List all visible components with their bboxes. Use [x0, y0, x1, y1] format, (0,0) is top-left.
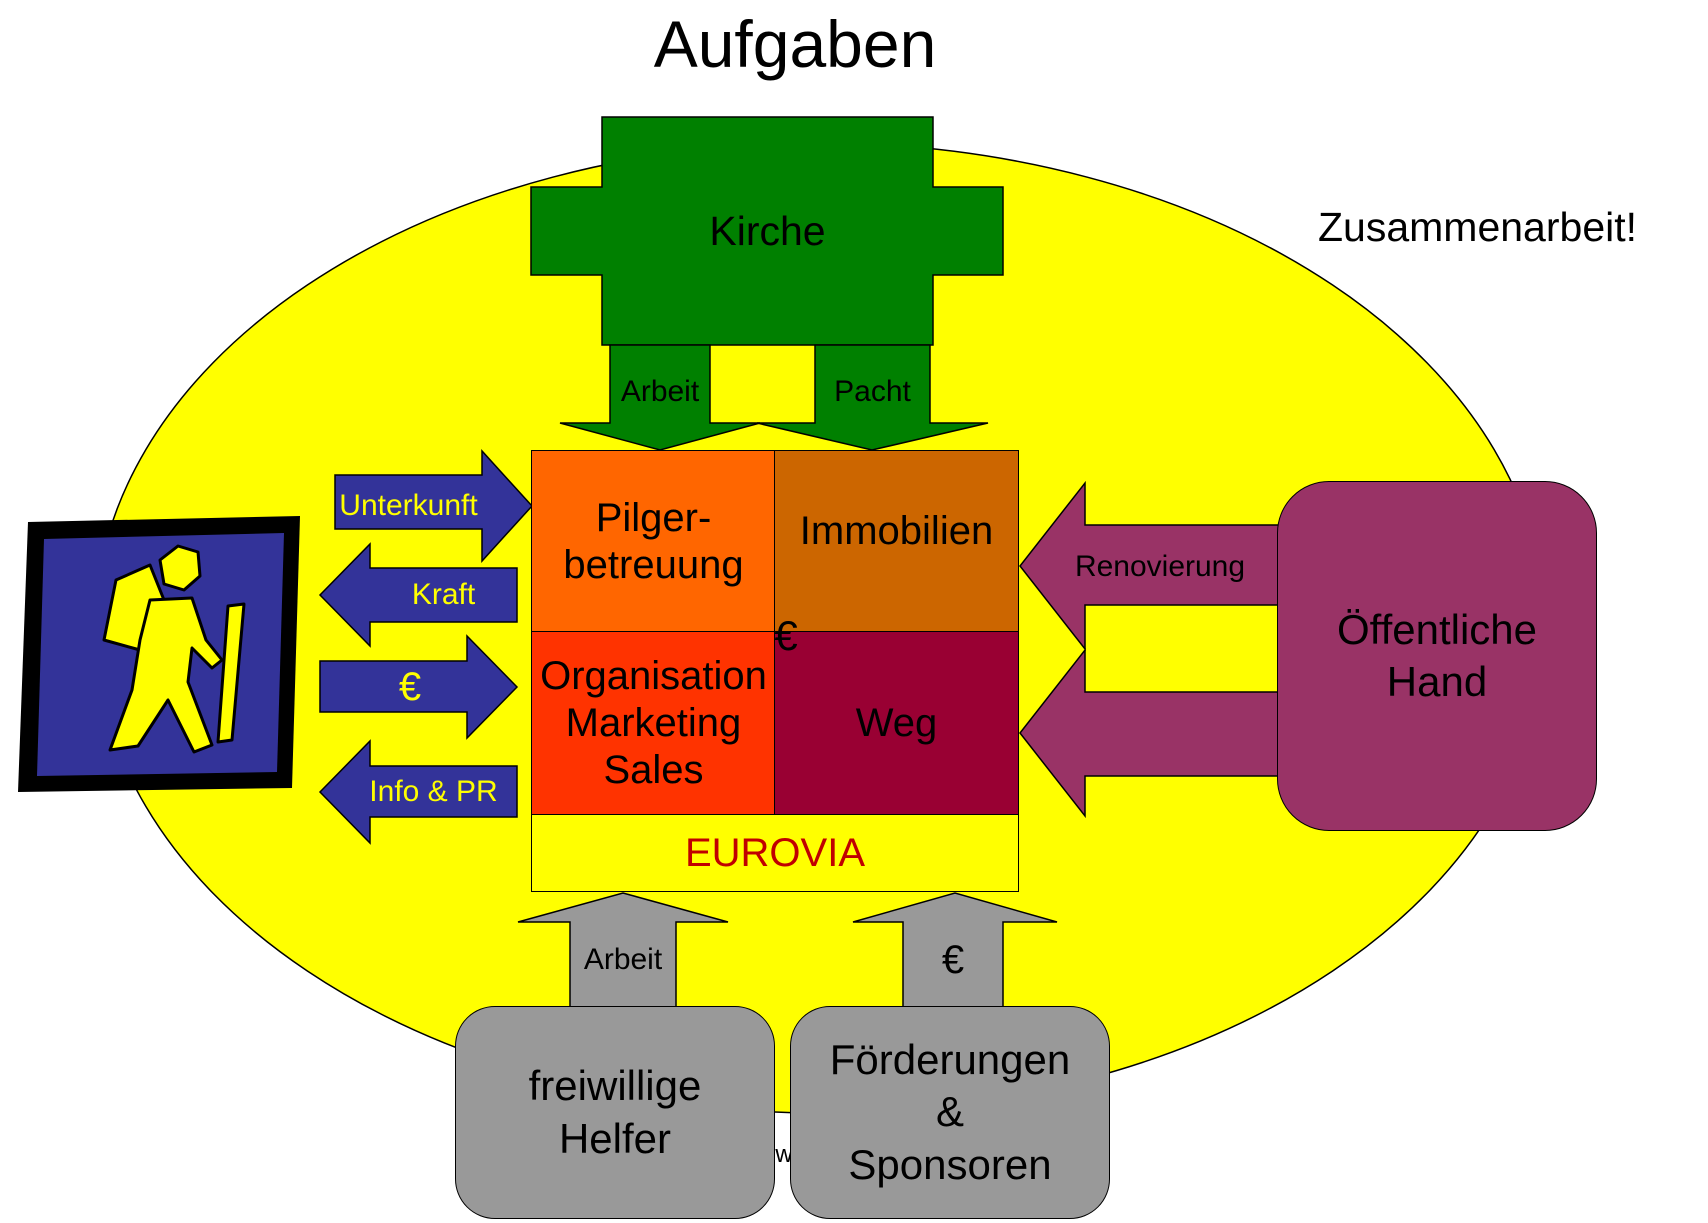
label-euro: €	[398, 665, 422, 709]
footer-fragment: w	[775, 1141, 793, 1169]
eurovia-label: EUROVIA	[531, 814, 1019, 892]
label-kraft: Kraft	[411, 577, 476, 611]
unterkunft-right-arrow	[334, 449, 534, 563]
slogan-text: Zusammenarbeit!	[1318, 204, 1638, 251]
foerderungen-sponsoren-box: Förderungen & Sponsoren	[790, 1006, 1110, 1219]
cell-organisation: Organisation Marketing Sales	[531, 631, 776, 816]
freiwillige-helfer-box: freiwillige Helfer	[455, 1006, 775, 1219]
euro-up-arrow	[852, 892, 1058, 1013]
cell-pilgerbetreuung: Pilger- betreuung	[531, 450, 776, 633]
kirche-pacht-label: Pacht	[834, 374, 911, 408]
cell-weg: Weg	[774, 631, 1019, 816]
center-euro-symbol: €	[774, 611, 798, 659]
arbeit-up-arrow	[517, 892, 729, 1013]
label-foerderung-euro: €	[941, 938, 965, 982]
arbeit-down-arrow	[559, 344, 761, 451]
euro-right-arrow	[319, 634, 519, 740]
pacht-down-arrow	[756, 344, 989, 451]
cell-immobilien: Immobilien	[774, 450, 1019, 633]
kirche-shape	[530, 116, 1004, 346]
label-info-pr: Info & PR	[369, 774, 498, 808]
label-renovierung: Renovierung	[1074, 549, 1246, 583]
label-helfer-arbeit: Arbeit	[583, 942, 663, 976]
kirche-label: Kirche	[709, 208, 826, 255]
page-title: Aufgaben	[653, 7, 937, 82]
label-unterkunft: Unterkunft	[339, 488, 478, 522]
oeffentliche-hand-box: Öffentliche Hand	[1277, 481, 1597, 831]
kraft-left-arrow	[318, 542, 518, 648]
weg-left-arrow	[1019, 647, 1291, 819]
info-pr-left-arrow	[318, 739, 518, 845]
hiker-icon	[18, 516, 300, 792]
kirche-arbeit-label: Arbeit	[620, 374, 700, 408]
renovierung-left-arrow	[1019, 480, 1291, 652]
